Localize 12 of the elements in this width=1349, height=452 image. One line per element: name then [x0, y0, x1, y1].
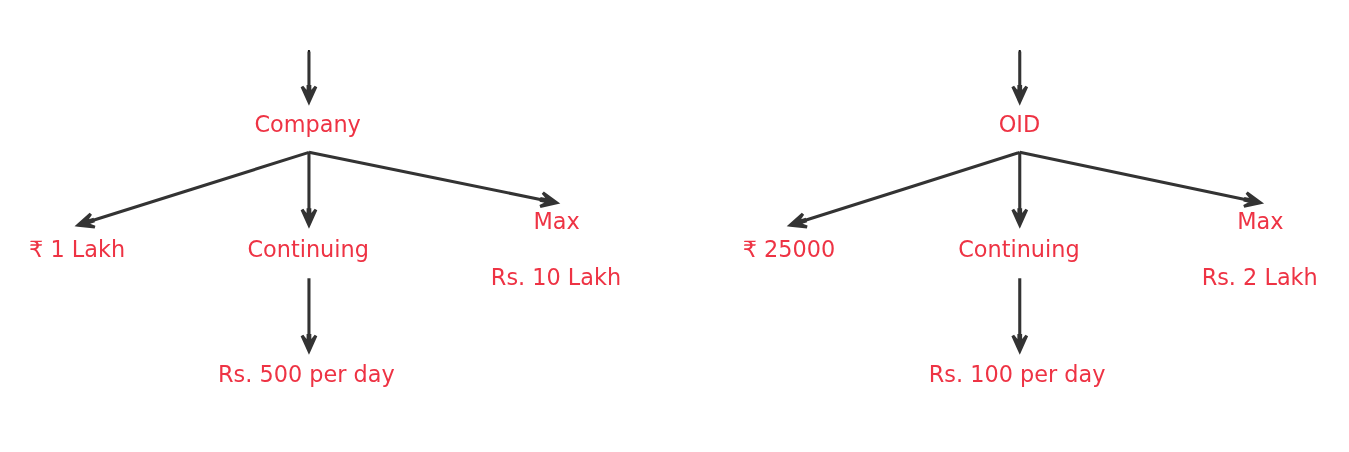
node-text: Continuing	[247, 236, 369, 263]
node-text: Max	[1237, 208, 1284, 235]
node-text: Max	[533, 208, 580, 235]
node-text: Continuing	[958, 236, 1080, 263]
node-text: ₹ 1 Lakh	[29, 236, 126, 263]
node-text: Rs. 100 per day	[928, 360, 1106, 387]
node-label: Rs. 10 Lakh	[490, 263, 622, 290]
node-label: Rs. 2 Lakh	[1201, 263, 1318, 290]
node-text: Rs. 500 per day	[218, 360, 395, 387]
node-text: Company	[254, 111, 361, 138]
node-text: ₹ 25000	[742, 236, 836, 263]
node-text: OID	[998, 111, 1041, 138]
